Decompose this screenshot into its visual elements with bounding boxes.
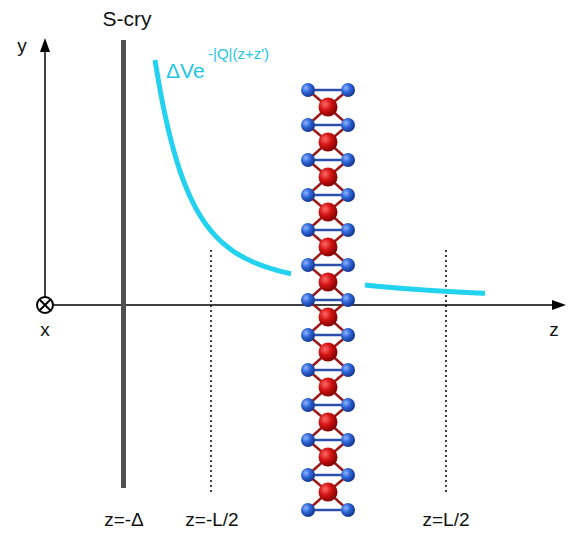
red-atom bbox=[319, 378, 338, 397]
surface-label: S-cry bbox=[103, 8, 152, 29]
x-axis-symbol bbox=[37, 297, 53, 313]
blue-atom bbox=[301, 188, 315, 202]
potential-exponent: -|Q|(z+z') bbox=[208, 46, 269, 61]
red-atom bbox=[319, 238, 338, 257]
boundary-line bbox=[210, 250, 212, 492]
x-axis-symbol-cross bbox=[40, 300, 51, 311]
blue-atom bbox=[301, 398, 315, 412]
blue-atom bbox=[301, 293, 315, 307]
y-axis-arrow bbox=[40, 38, 50, 52]
z-axis-arrow bbox=[552, 300, 566, 310]
blue-atom bbox=[341, 188, 355, 202]
blue-atom bbox=[341, 468, 355, 482]
red-atom bbox=[319, 98, 338, 117]
blue-atom bbox=[301, 258, 315, 272]
blue-atom bbox=[341, 328, 355, 342]
red-atom bbox=[319, 343, 338, 362]
red-atom bbox=[319, 203, 338, 222]
blue-atom bbox=[341, 153, 355, 167]
axis-label: y bbox=[17, 36, 27, 55]
boundary-line bbox=[445, 250, 447, 492]
potential-curve bbox=[155, 60, 485, 293]
red-atom bbox=[319, 448, 338, 467]
red-atom bbox=[319, 483, 338, 502]
molecule-layer bbox=[301, 83, 355, 517]
blue-atom bbox=[301, 118, 315, 132]
red-atom bbox=[319, 168, 338, 187]
red-atom bbox=[319, 273, 338, 292]
y-axis bbox=[44, 48, 46, 305]
blue-atom bbox=[341, 398, 355, 412]
potential-label: ΔVe bbox=[166, 60, 205, 81]
red-atom bbox=[319, 308, 338, 327]
blue-atom bbox=[301, 503, 315, 517]
blue-atom bbox=[341, 118, 355, 132]
potential-curve-segment bbox=[365, 285, 485, 293]
blue-atom bbox=[341, 293, 355, 307]
position-label: z=-L/2 bbox=[185, 510, 238, 529]
blue-atom bbox=[341, 363, 355, 377]
axis-label: x bbox=[40, 320, 50, 339]
blue-atom bbox=[301, 363, 315, 377]
blue-atom bbox=[341, 223, 355, 237]
blue-atom bbox=[341, 258, 355, 272]
blue-atom bbox=[341, 433, 355, 447]
axis-label: z bbox=[549, 320, 559, 339]
blue-atom bbox=[301, 468, 315, 482]
position-label: z=-Δ bbox=[104, 510, 144, 529]
blue-atom bbox=[301, 153, 315, 167]
blue-atom bbox=[301, 83, 315, 97]
blue-atom bbox=[301, 328, 315, 342]
x-axis-symbol-cross bbox=[40, 300, 51, 311]
red-atom bbox=[319, 133, 338, 152]
potential-curve-segment bbox=[155, 60, 291, 274]
crystal-surface bbox=[121, 40, 126, 488]
blue-atom bbox=[341, 83, 355, 97]
blue-atom bbox=[301, 223, 315, 237]
blue-atom bbox=[301, 433, 315, 447]
red-atom bbox=[319, 413, 338, 432]
blue-atom bbox=[341, 503, 355, 517]
position-label: z=L/2 bbox=[422, 510, 469, 529]
